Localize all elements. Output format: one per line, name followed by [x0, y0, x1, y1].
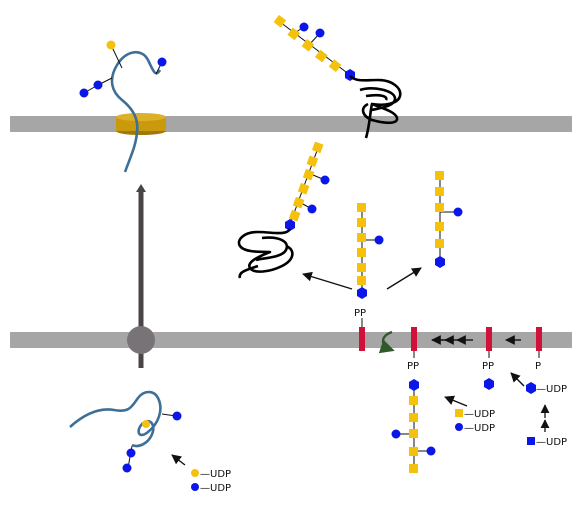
transfer-arrow-right — [386, 267, 422, 290]
glucose-icon — [426, 446, 436, 456]
galactose-icon — [191, 469, 199, 477]
glucose-icon — [409, 379, 419, 391]
galactose-icon — [435, 222, 444, 231]
transfer-arrow-left — [302, 271, 353, 290]
curved-arrow-icon — [378, 330, 395, 354]
pore-cylinder-icon — [116, 113, 166, 135]
galactose-icon — [435, 239, 444, 248]
glucose-icon — [374, 235, 384, 245]
glucose-icon — [157, 57, 167, 67]
glucose-icon — [357, 287, 367, 299]
glucose-icon — [122, 463, 132, 473]
galactose-icon — [357, 263, 366, 272]
galactose-icon — [357, 248, 366, 257]
folded-protein — [349, 74, 402, 139]
udp-label: —UDP — [464, 423, 495, 434]
glucose-icon — [455, 423, 463, 431]
lipid-carrier-4 — [536, 327, 542, 351]
galactose-icon — [357, 233, 366, 242]
galactose-icon — [409, 464, 418, 473]
export-arrowhead — [136, 184, 146, 192]
udp-label: —UDP — [536, 437, 567, 448]
galactose-icon — [301, 38, 315, 52]
galactose-icon — [357, 203, 366, 212]
galactose-icon — [106, 40, 116, 50]
middle-glycoprotein — [237, 141, 330, 279]
galactose-icon — [288, 209, 301, 222]
glucose-icon — [93, 80, 103, 90]
glucose-icon — [484, 378, 494, 390]
tether-knob — [127, 326, 155, 354]
galactose-icon — [292, 196, 305, 209]
central-lipid-linked-glycan: PP — [354, 203, 384, 328]
galactose-icon — [435, 187, 444, 196]
galactose-icon — [357, 276, 366, 285]
pp-label: PP — [354, 308, 366, 319]
top-right-glycoprotein — [273, 14, 402, 139]
glucose-icon — [391, 429, 401, 439]
galactose-icon — [328, 59, 342, 73]
released-glycan — [435, 171, 463, 268]
glucose-icon — [435, 256, 445, 268]
p-label: P — [535, 361, 541, 372]
udp-label: —UDP — [200, 483, 231, 494]
glucose-icon — [526, 382, 536, 394]
protein-chain — [69, 390, 162, 448]
donor-arrow — [510, 372, 525, 387]
folded-protein — [237, 228, 294, 279]
udp-label: —UDP — [200, 469, 231, 480]
galactose-icon — [273, 14, 287, 28]
galactose-icon — [311, 141, 324, 154]
galactose-icon — [409, 396, 418, 405]
lipid-carrier-3 — [486, 327, 492, 351]
galactose-icon — [435, 171, 444, 180]
periplasmic-protein — [69, 390, 182, 473]
pp-label: PP — [407, 361, 419, 372]
galactose-icon — [409, 429, 418, 438]
galactose-icon — [142, 420, 150, 428]
galactose-icon — [306, 155, 319, 168]
glcnac-square-icon — [527, 437, 535, 445]
galactose-icon — [455, 409, 463, 417]
growing-glycan-chain — [391, 379, 436, 473]
outer-membrane — [10, 116, 572, 132]
glucose-icon — [285, 219, 295, 231]
galactose-icon — [409, 413, 418, 422]
glucose-icon — [79, 88, 89, 98]
donor-arrow — [444, 395, 468, 407]
glucose-icon — [126, 448, 136, 458]
galactose-icon — [435, 203, 444, 212]
galactose-icon — [297, 182, 310, 195]
donor-arrow — [171, 454, 186, 466]
glucose-icon — [172, 411, 182, 421]
udp-label: —UDP — [536, 384, 567, 395]
glucose-icon — [315, 28, 325, 38]
exported-protein-chain — [110, 51, 162, 173]
udp-label: —UDP — [464, 409, 495, 420]
glucose-icon — [191, 483, 199, 491]
glucose-icon — [320, 175, 330, 185]
pp-label: PP — [482, 361, 494, 372]
lipid-carrier-1 — [359, 327, 365, 351]
galactose-icon — [357, 218, 366, 227]
galactose-icon — [302, 168, 315, 181]
glucose-icon — [299, 22, 309, 32]
galactose-icon — [314, 49, 328, 63]
glucose-icon — [453, 207, 463, 217]
galactose-icon — [287, 27, 301, 41]
glucose-icon — [307, 204, 317, 214]
lipid-carrier-2 — [411, 327, 417, 351]
galactose-icon — [409, 447, 418, 456]
